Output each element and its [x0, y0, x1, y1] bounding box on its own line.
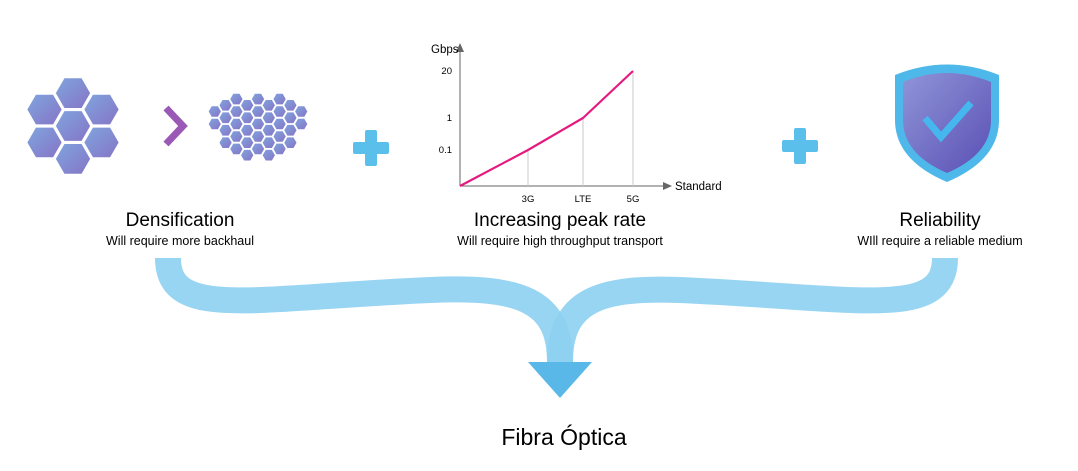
densification-title: Densification: [125, 210, 235, 231]
hexagon-cell: [272, 92, 287, 106]
x-tick-label: LTE: [575, 194, 592, 205]
hexagon-cell: [240, 124, 255, 137]
x-tick-label: 3G: [522, 194, 535, 205]
densification-subtitle: Will require more backhaul: [106, 234, 254, 248]
series-line: [459, 70, 634, 187]
hexagon-cell: [283, 99, 298, 112]
hexagon-cell: [250, 117, 266, 131]
hexagon-cell: [240, 136, 255, 149]
hexagon-cell: [229, 142, 244, 156]
peak-rate-chart: 3G LTE 5G 20 1 0.1 Gbps Standard: [431, 43, 722, 205]
hexagon-cell: [294, 105, 309, 118]
hexagon-cell: [240, 99, 255, 112]
result-label: Fibra Óptica: [501, 424, 627, 450]
peak-rate-title: Increasing peak rate: [473, 210, 647, 231]
hexagon-cell: [240, 149, 255, 162]
hexagon-cell: [283, 124, 298, 137]
hexagon-cell: [261, 111, 276, 124]
hexagon-cell: [207, 105, 222, 118]
hexagon-cell: [250, 92, 266, 106]
hexagon-cell: [294, 117, 309, 131]
hexagon-cell: [283, 111, 298, 124]
y-tick-label: 20: [441, 66, 452, 77]
hexagon-cell: [218, 124, 233, 137]
hexagon-cell: [272, 117, 287, 131]
hexagon-cells-large-icon: [25, 76, 121, 176]
y-tick-label: 1: [447, 113, 452, 124]
peak-rate-subtitle: Will require high throughput transport: [457, 234, 663, 248]
hexagon-cell: [218, 136, 233, 149]
hexagon-cell: [229, 92, 244, 106]
plus-icon: [353, 130, 389, 166]
hexagon-cell: [261, 99, 276, 112]
hexagon-cell: [272, 105, 287, 118]
hexagon-cell: [54, 142, 92, 176]
hexagon-cell: [229, 105, 244, 118]
hexagon-cell: [54, 109, 92, 143]
hexagon-cell: [207, 117, 222, 131]
hexagon-cell: [283, 136, 298, 149]
hexagon-cell: [54, 76, 92, 110]
hexagon-cell: [82, 93, 121, 126]
y-axis-arrowhead: [456, 43, 464, 52]
plus-icon: [782, 128, 818, 164]
x-tick-label: 5G: [627, 194, 640, 205]
hexagon-cell: [250, 130, 266, 143]
hexagon-cell: [240, 111, 255, 124]
hexagon-cell: [218, 99, 233, 112]
chevron-right-icon: [163, 105, 188, 147]
hexagon-cell: [25, 93, 64, 126]
y-tick-label: 0.1: [439, 145, 452, 156]
x-axis-arrowhead: [663, 182, 672, 190]
x-axis-label: Standard: [675, 181, 722, 193]
hexagon-cell: [261, 136, 276, 149]
hexagon-cell: [261, 149, 276, 162]
reliability-title: Reliability: [899, 210, 981, 231]
hexagon-cell: [229, 117, 244, 131]
hexagon-cell: [272, 142, 287, 156]
reliability-subtitle: WIll require a reliable medium: [857, 234, 1023, 248]
hexagon-cell: [250, 142, 266, 156]
funnel-arrow-icon: [155, 257, 958, 398]
hexagon-cells-small-icon: [207, 92, 309, 162]
hexagon-cell: [218, 111, 233, 124]
hexagon-cell: [25, 126, 64, 159]
hexagon-cell: [272, 130, 287, 143]
hexagon-cell: [82, 126, 121, 159]
hexagon-cell: [229, 130, 244, 143]
shield-check-icon: [895, 64, 999, 182]
y-axis-label: Gbps: [431, 44, 459, 56]
hexagon-cell: [261, 124, 276, 137]
hexagon-cell: [250, 105, 266, 118]
